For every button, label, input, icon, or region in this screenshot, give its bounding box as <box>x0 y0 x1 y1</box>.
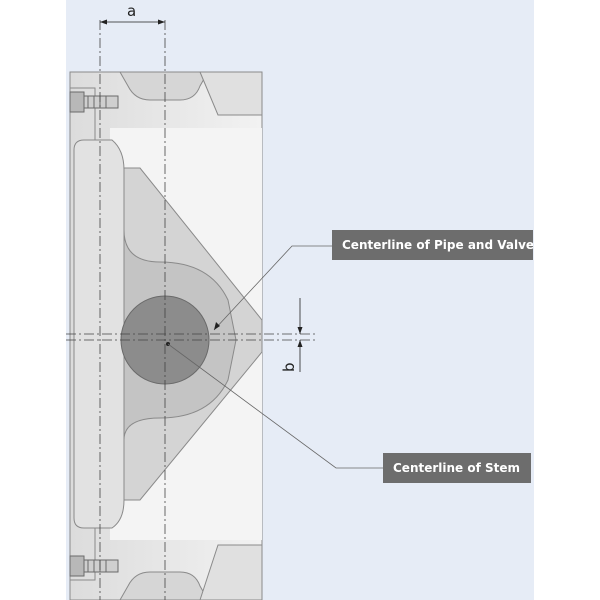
bottom-flange-groove <box>119 571 209 600</box>
top-left-profile <box>70 87 96 141</box>
dimension-a: a <box>100 2 165 25</box>
bottom-left-profile <box>70 527 96 581</box>
dimension-b: b <box>280 298 303 372</box>
top-flange-groove <box>119 71 209 101</box>
valve-body <box>69 71 263 600</box>
leader-pipe-valve <box>213 245 332 331</box>
top-bolt <box>69 91 119 113</box>
top-flange-right <box>199 71 263 116</box>
callout-stem-centerline: Centerline of Stem <box>383 453 531 483</box>
callout-pipe-valve-centerline: Centerline of Pipe and Valve <box>332 230 533 260</box>
dimension-b-label: b <box>280 362 298 372</box>
leader-stem <box>167 343 383 469</box>
centerlines <box>66 20 316 600</box>
bottom-flange-right <box>199 544 263 600</box>
leader-lines <box>167 245 383 469</box>
dimension-a-label: a <box>127 2 136 20</box>
bottom-bolt <box>69 555 119 577</box>
